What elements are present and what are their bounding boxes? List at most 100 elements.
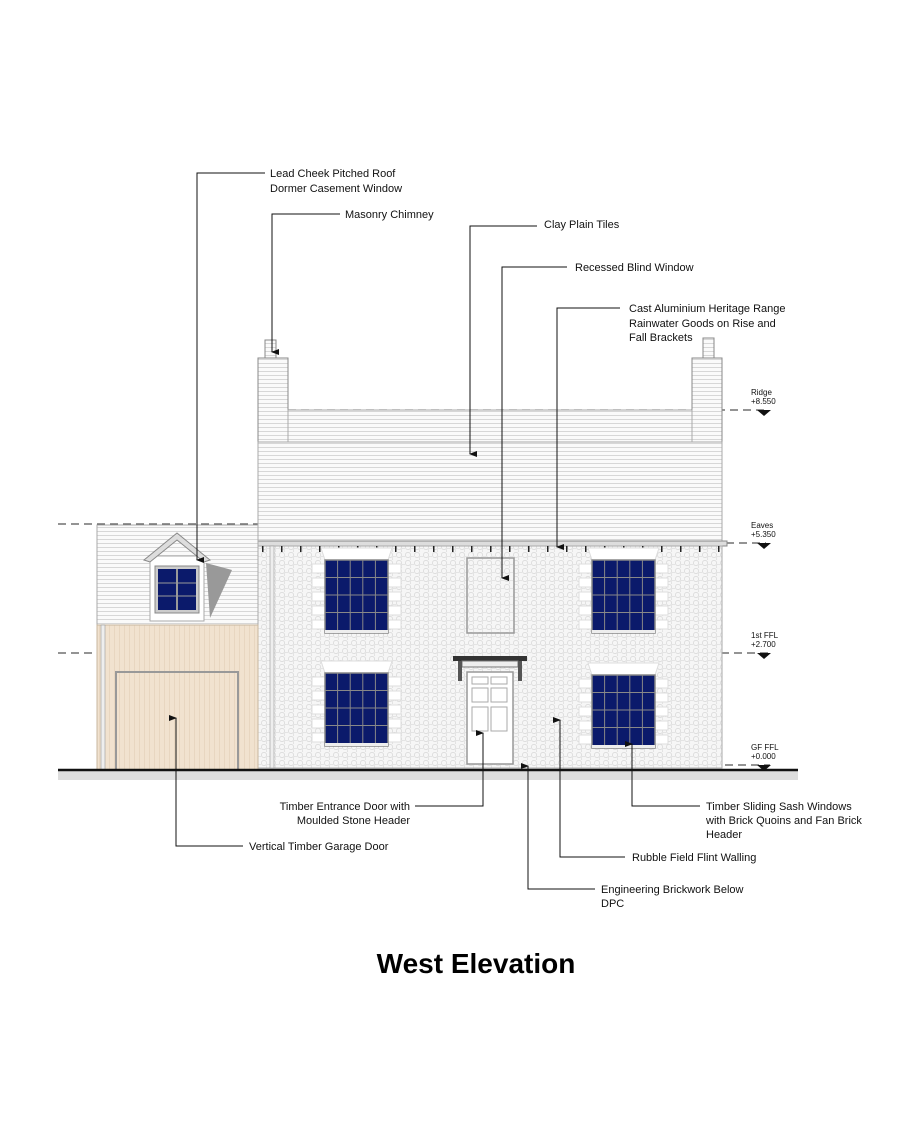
brick-quoin: [578, 591, 593, 602]
window-sill: [325, 743, 388, 746]
brick-quoin: [578, 619, 593, 630]
brick-quoin: [654, 563, 669, 574]
leader-flint: [553, 717, 625, 858]
level-marker: Eaves+5.350: [751, 521, 776, 549]
leader-garage-door: [169, 715, 243, 847]
level-marker: 1st FFL+2.700: [751, 631, 779, 659]
door-panels: [471, 676, 508, 732]
brick-quoin: [654, 734, 669, 745]
label-sash-3: Header: [706, 829, 742, 841]
label-sash-1: Timber Sliding Sash Windows: [706, 801, 852, 813]
downpipe: [269, 545, 275, 769]
door-panel: [490, 676, 508, 685]
gutter-bracket: [509, 546, 511, 552]
door-panel: [490, 687, 508, 703]
level-value: +8.550: [751, 397, 776, 406]
entrance-door: [453, 656, 527, 765]
gutter-bracket: [319, 546, 321, 552]
right-chimney: [691, 337, 723, 443]
brick-quoin: [654, 678, 669, 689]
gutter-bracket: [281, 546, 283, 552]
fan-brick-header: [587, 662, 660, 676]
label-rainwater-2: Rainwater Goods on Rise and: [629, 318, 776, 330]
gutter-bracket: [262, 546, 264, 552]
brick-quoin: [654, 692, 669, 703]
window-sill: [592, 630, 655, 633]
brick-quoin: [311, 690, 326, 701]
gutter-bracket: [699, 546, 701, 552]
brick-quoin: [578, 678, 593, 689]
gutter-bracket: [471, 546, 473, 552]
level-value: +5.350: [751, 530, 776, 539]
drawing-title: West Elevation: [377, 948, 576, 979]
window-glass: [591, 674, 656, 749]
gutter-bracket: [585, 546, 587, 552]
brick-quoin: [654, 619, 669, 630]
brick-quoin: [311, 718, 326, 729]
door-panel: [471, 676, 489, 685]
label-rainwater-1: Cast Aluminium Heritage Range: [629, 303, 786, 315]
window-glass: [591, 559, 656, 634]
brick-quoin: [387, 577, 402, 588]
brick-quoin: [311, 563, 326, 574]
main-roof: [257, 441, 723, 544]
label-blind-window: Recessed Blind Window: [575, 262, 694, 274]
label-flint: Rubble Field Flint Walling: [632, 852, 756, 864]
door-panel: [471, 687, 489, 703]
door-panel: [490, 706, 508, 732]
level-marker: GF FFL+0.000: [751, 743, 779, 771]
label-dormer-2: Dormer Casement Window: [270, 183, 402, 195]
dormer-casement-window: [158, 569, 196, 610]
brick-quoin: [387, 605, 402, 616]
left-chimney: [257, 339, 289, 443]
level-value: +2.700: [751, 640, 776, 649]
window-glass: [324, 559, 389, 634]
level-triangle-icon: [757, 653, 771, 659]
gutter-bracket: [433, 546, 435, 552]
leader-sash-windows: [625, 741, 700, 807]
level-marker: Ridge+8.550: [751, 388, 776, 416]
leader-rainwater: [556, 307, 620, 550]
garage-downpipe: [100, 624, 106, 771]
brick-quoin: [311, 605, 326, 616]
label-entrance-door-1: Timber Entrance Door with: [280, 801, 410, 813]
brick-quoin: [578, 720, 593, 731]
brick-quoin: [654, 706, 669, 717]
brick-quoin: [311, 732, 326, 743]
level-name: 1st FFL: [751, 631, 779, 640]
gutter-bracket: [414, 546, 416, 552]
leader-lines: [169, 172, 700, 890]
brick-quoin: [654, 720, 669, 731]
label-rainwater-3: Fall Brackets: [629, 332, 693, 344]
level-triangle-icon: [757, 543, 771, 549]
brick-quoin: [311, 591, 326, 602]
recessed-blind-window: [466, 557, 515, 634]
brick-quoin: [311, 619, 326, 630]
dormer-shadow: [206, 563, 232, 618]
window-sill: [325, 630, 388, 633]
leader-chimney: [271, 213, 340, 355]
gutter-bracket: [547, 546, 549, 552]
gutter: [254, 540, 728, 547]
brick-quoin: [387, 591, 402, 602]
gutter-bracket: [300, 546, 302, 552]
brick-quoin: [654, 591, 669, 602]
sash-windows: [158, 547, 669, 749]
leader-blind-window: [501, 266, 567, 581]
window-glass: [324, 672, 389, 747]
brick-quoin: [578, 563, 593, 574]
brick-quoin: [578, 605, 593, 616]
label-brickwork-1: Engineering Brickwork Below: [601, 884, 744, 896]
brick-quoin: [578, 577, 593, 588]
brick-quoin: [578, 706, 593, 717]
gutter-bracket: [718, 546, 720, 552]
level-name: GF FFL: [751, 743, 779, 752]
level-value: +0.000: [751, 752, 776, 761]
garage-door: [115, 671, 239, 771]
leader-brickwork: [521, 763, 595, 890]
brick-quoin: [311, 676, 326, 687]
leader-entrance-door: [415, 730, 484, 807]
label-dormer-1: Lead Cheek Pitched Roof: [270, 168, 396, 180]
door-canopy: [453, 656, 527, 661]
